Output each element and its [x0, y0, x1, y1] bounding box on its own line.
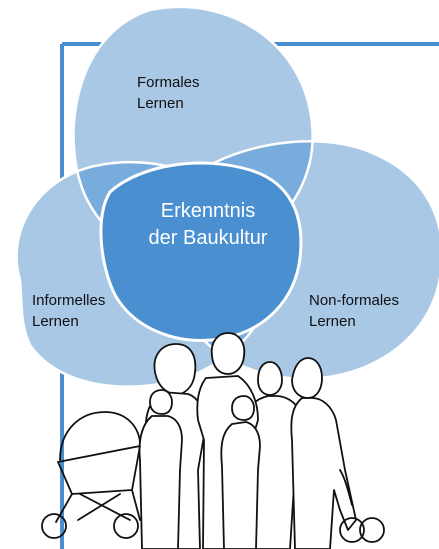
stroller-icon [41, 411, 141, 539]
label-center-line2: der Baukultur [148, 227, 268, 249]
label-left-line2: Lernen [32, 313, 79, 330]
label-right-line1: Non-formales [309, 292, 400, 309]
venn-center [99, 161, 303, 342]
label-top-line1: Formales [137, 74, 200, 91]
label-informelles-lernen: Informelles Lernen [32, 290, 105, 332]
label-non-formales-lernen: Non-formales Lernen [309, 290, 399, 332]
label-right-line2: Lernen [309, 313, 356, 330]
label-top-line2: Lernen [137, 95, 184, 112]
family-group-illustration [41, 332, 385, 549]
label-left-line1: Informelles [32, 292, 106, 309]
label-formales-lernen: Formales Lernen [137, 72, 200, 114]
label-center-line1: Erkenntnis [160, 200, 256, 222]
label-erkenntnis-der-baukultur: Erkenntnis der Baukultur [128, 198, 288, 252]
